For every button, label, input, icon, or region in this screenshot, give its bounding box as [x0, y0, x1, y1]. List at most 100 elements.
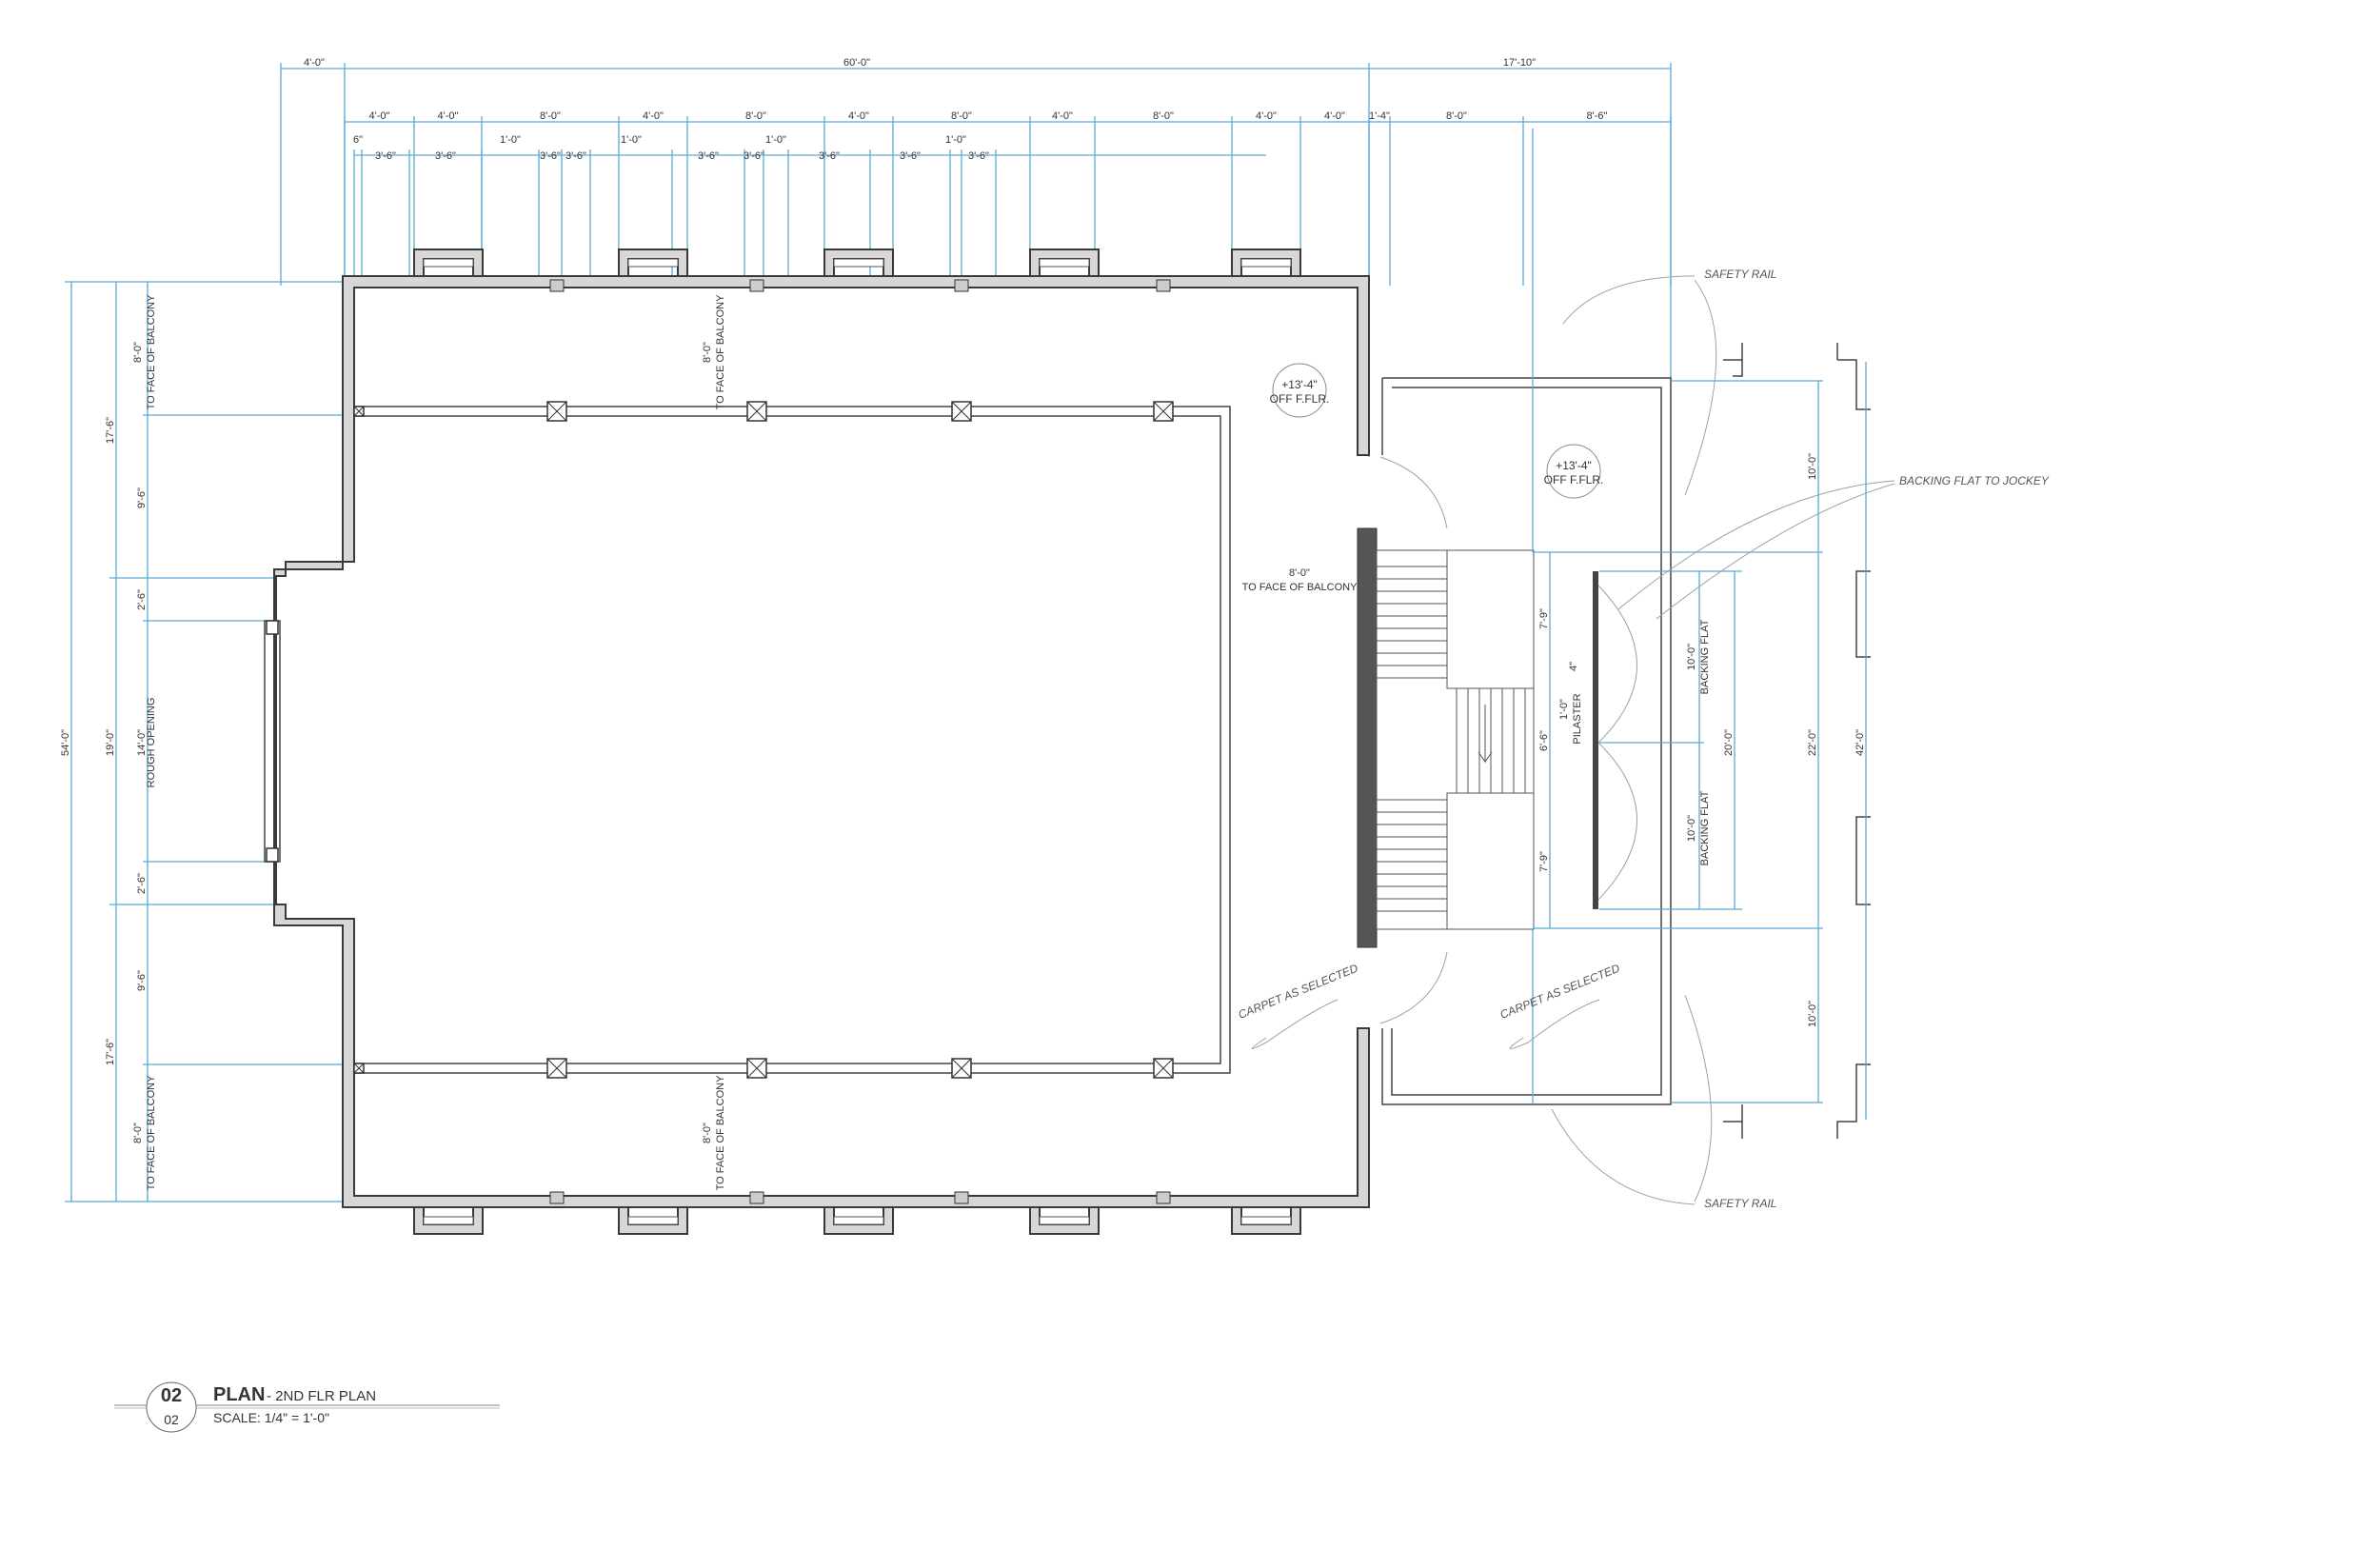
backing-flat-2: BACKING FLAT: [1699, 790, 1711, 865]
left-dimensions: 54'-0" 17'-6" 19'-0" 17'-6" 9'-6" 2'-6" …: [60, 281, 343, 1202]
title-main: PLAN: [213, 1384, 265, 1405]
balcony-label-right: TO FACE OF BALCONY: [1242, 582, 1358, 593]
window-bays: [413, 248, 1301, 1235]
elevation-side-sub: OFF F.FLR.: [1544, 473, 1604, 487]
dim-top-row2-3: 8'-0": [540, 110, 561, 122]
top-dimensions: 4'-0" 60'-0" 17'-10" 4'-0" 4'-0" 8'-0" 4'-0…: [280, 57, 1672, 457]
title-scale: SCALE: 1/4" = 1'-0": [213, 1410, 329, 1425]
dim-top-row3-4: 1'-0": [500, 134, 521, 146]
window-bay-bottom: [413, 1206, 484, 1235]
dim-right-5: 20'-0": [1723, 729, 1735, 756]
dim-top-row3-14: 3'-6": [968, 150, 989, 162]
dim-balcony-top-left: 8'-0": [132, 342, 144, 363]
dim-top-row3-9: 3'-6": [744, 150, 764, 162]
dim-left-mid-2: 19'-0": [105, 729, 116, 756]
dim-top-1: 4'-0": [304, 57, 325, 69]
balcony-label-bottom-left: TO FACE OF BALCONY: [146, 1075, 157, 1190]
dim-top-row2-1: 4'-0": [369, 110, 390, 122]
note-carpet-2: CARPET AS SELECTED: [1498, 962, 1622, 1022]
note-safety-rail-bottom: SAFETY RAIL: [1704, 1197, 1776, 1210]
dim-top-row2-8: 4'-0": [1052, 110, 1073, 122]
dim-top-row2-4: 4'-0": [643, 110, 664, 122]
window-bay-top: [413, 248, 484, 277]
dim-top-row3-10: 1'-0": [765, 134, 786, 146]
window-bay-bottom: [1231, 1206, 1301, 1235]
window-bay-top: [1029, 248, 1100, 277]
elevation-side: +13'-4": [1556, 459, 1592, 472]
dim-top-3: 17'-10": [1503, 57, 1536, 69]
dim-right-3: 42'-0": [1854, 729, 1866, 756]
window-bay-top: [618, 248, 688, 277]
dim-balcony-right: 8'-0": [1289, 567, 1310, 579]
backing-flat-1: BACKING FLAT: [1699, 619, 1711, 694]
dim-left-inner-5: 9'-6": [136, 970, 148, 991]
side-room-dimensions: 10'-0" 22'-0" 42'-0" 10'-0" 20'-0" 7'-9"…: [702, 294, 1866, 1190]
dim-top-row3-11: 3'-6": [819, 150, 840, 162]
dim-top-row3-7: 1'-0": [621, 134, 642, 146]
dim-right-1: 10'-0": [1807, 453, 1818, 480]
dim-top-row2-9: 8'-0": [1153, 110, 1174, 122]
dim-top-row3-5: 3'-6": [540, 150, 561, 162]
main-hall: [264, 275, 1378, 1208]
side-room: [1376, 129, 1871, 1139]
dim-left-inner-2: 2'-6": [136, 589, 148, 610]
dim-top-row3-13: 1'-0": [945, 134, 966, 146]
elevation-main-sub: OFF F.FLR.: [1270, 392, 1330, 406]
dim-pilaster-1: 1'-0": [1558, 699, 1570, 720]
dim-right-2: 22'-0": [1807, 729, 1818, 756]
dim-balcony-bottom-center: 8'-0": [702, 1123, 713, 1143]
dim-stair-3: 7'-9": [1538, 851, 1550, 872]
dim-top-row2-12: 1'-4": [1369, 110, 1390, 122]
title-block: 02 02 PLAN - 2ND FLR PLAN SCALE: 1/4" = …: [114, 1381, 500, 1433]
dim-top-row2-14: 8'-6": [1587, 110, 1608, 122]
window-bay-bottom: [823, 1206, 894, 1235]
dim-top-row2-7: 8'-0": [951, 110, 972, 122]
dim-top-row3-2: 3'-6": [375, 150, 396, 162]
dim-top-row2-11: 4'-0": [1324, 110, 1345, 122]
balcony-label-bottom-center: TO FACE OF BALCONY: [715, 1075, 726, 1190]
note-backing-flat-jockey: BACKING FLAT TO JOCKEY: [1899, 474, 2050, 487]
dim-top-row3-12: 3'-6": [900, 150, 921, 162]
dim-top-row2-5: 8'-0": [745, 110, 766, 122]
dim-top-2: 60'-0": [843, 57, 870, 69]
title-subtitle: - 2ND FLR PLAN: [267, 1388, 376, 1404]
dim-balcony-top-center: 8'-0": [702, 342, 713, 363]
dim-backing-2: 10'-0": [1686, 815, 1697, 842]
dim-left-overall: 54'-0": [60, 729, 71, 756]
title-number: 02: [161, 1385, 182, 1406]
dim-backing-1: 10'-0": [1686, 644, 1697, 670]
pilaster-label: PILASTER: [1572, 693, 1583, 744]
note-safety-rail-top: SAFETY RAIL: [1704, 268, 1776, 281]
dim-balcony-bottom-left: 8'-0": [132, 1123, 144, 1143]
dim-left-inner-3: 14'-0": [136, 729, 148, 756]
window-bay-top: [1231, 248, 1301, 277]
dim-right-4: 10'-0": [1807, 1001, 1818, 1027]
dim-stair-1: 7'-9": [1538, 608, 1550, 629]
dim-left-mid-3: 17'-6": [105, 1039, 116, 1065]
dim-top-row3-8: 3'-6": [698, 150, 719, 162]
dim-top-row2-13: 8'-0": [1446, 110, 1467, 122]
dim-left-inner-1: 9'-6": [136, 487, 148, 508]
dim-top-row2-6: 4'-0": [848, 110, 869, 122]
dim-top-row2-10: 4'-0": [1256, 110, 1277, 122]
dim-top-row3-3: 3'-6": [435, 150, 456, 162]
note-carpet-1: CARPET AS SELECTED: [1237, 962, 1360, 1022]
window-bay-bottom: [1029, 1206, 1100, 1235]
elevation-main: +13'-4": [1281, 378, 1318, 391]
balcony-label-top-center: TO FACE OF BALCONY: [715, 294, 726, 409]
window-bay-top: [823, 248, 894, 277]
dim-stair-2: 6'-6": [1538, 730, 1550, 751]
dim-top-row3-1: 6": [353, 134, 363, 146]
dim-pilaster-2: 4": [1568, 662, 1579, 671]
elevation-markers: +13'-4" OFF F.FLR. +13'-4" OFF F.FLR.: [1270, 363, 1604, 499]
columns: [353, 279, 1174, 1204]
dim-top-row3-6: 3'-6": [565, 150, 586, 162]
rough-opening-label: ROUGH OPENING: [146, 698, 157, 788]
balcony-label-top-left: TO FACE OF BALCONY: [146, 294, 157, 409]
dim-left-inner-4: 2'-6": [136, 873, 148, 894]
dim-left-mid-1: 17'-6": [105, 417, 116, 444]
title-sheet: 02: [164, 1412, 179, 1427]
dim-top-row2-2: 4'-0": [438, 110, 459, 122]
window-bay-bottom: [618, 1206, 688, 1235]
